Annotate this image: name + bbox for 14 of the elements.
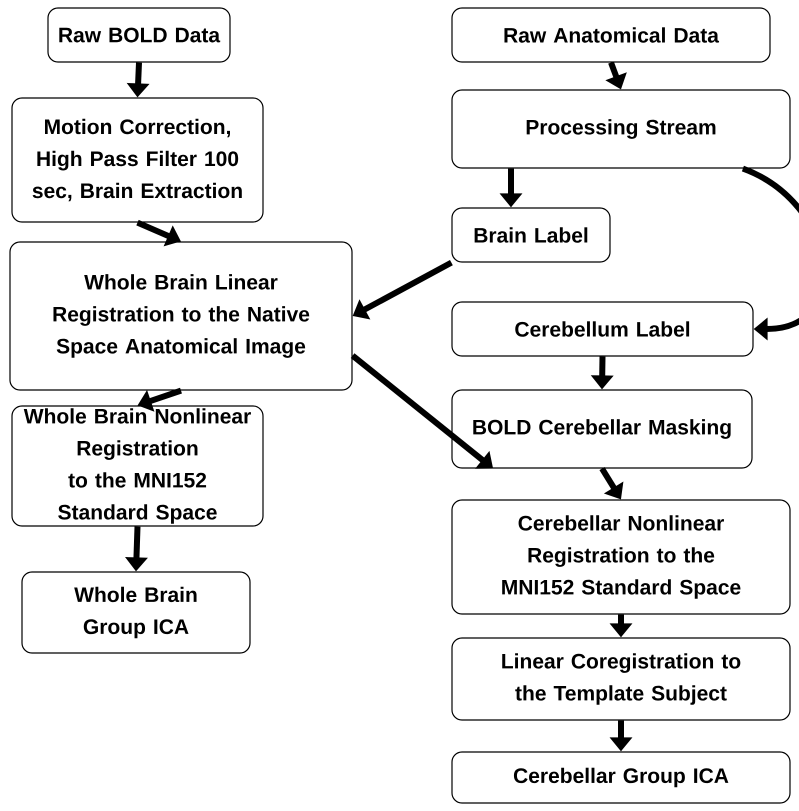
process-box: Processing Stream bbox=[451, 89, 791, 169]
process-box: Raw Anatomical Data bbox=[451, 7, 771, 63]
process-box: Whole Brain Linear Registration to the Native Space Anatomical Image bbox=[9, 241, 353, 391]
arrow bbox=[742, 166, 799, 340]
process-box: Linear Coregistration to the Template Subject bbox=[451, 637, 791, 721]
process-box: Motion Correction, High Pass Filter 100 sec, Brain Extraction bbox=[11, 97, 264, 223]
process-box: Cerebellar Nonlinear Registration to the MNI152 Standard Space bbox=[451, 499, 791, 615]
process-box: Whole Brain Nonlinear Registration to the MNI152 Standard Space bbox=[11, 405, 264, 527]
process-box: BOLD Cerebellar Masking bbox=[451, 389, 753, 469]
process-box: Cerebellum Label bbox=[451, 301, 754, 357]
process-box: Raw BOLD Data bbox=[47, 7, 231, 63]
process-box: Cerebellar Group ICA bbox=[451, 751, 791, 804]
process-box: Brain Label bbox=[451, 207, 611, 263]
process-box: Whole Brain Group ICA bbox=[21, 571, 251, 654]
